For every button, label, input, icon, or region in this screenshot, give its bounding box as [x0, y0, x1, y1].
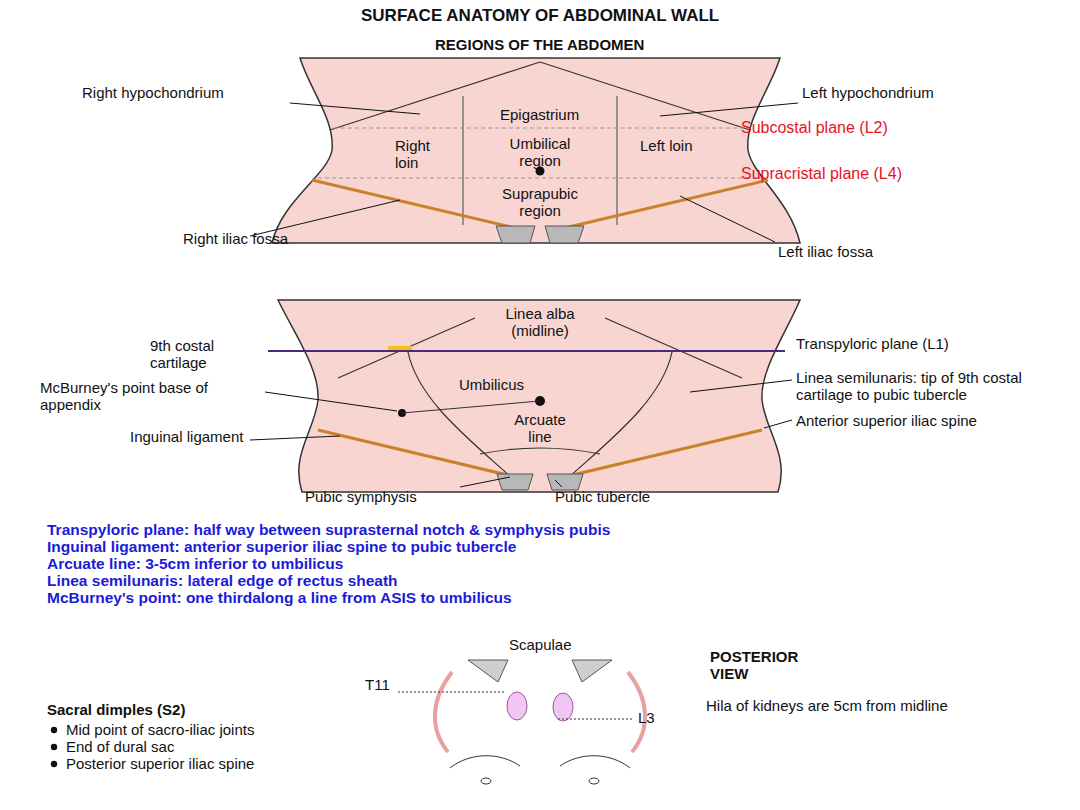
torso-outline: [278, 300, 800, 492]
bullet: [50, 726, 58, 734]
leader-line: [555, 480, 562, 487]
note: Hila of kidneys are 5cm from midline: [706, 697, 956, 714]
structure-label: Umbilicus: [459, 376, 524, 393]
line-label: Arcuate line: [505, 411, 575, 445]
buttock-line: [450, 756, 520, 768]
bullet-dot: [51, 761, 57, 767]
region-label: Left loin: [640, 137, 702, 154]
transpyloric-plane: [268, 350, 785, 352]
bullet-dot: [51, 744, 57, 750]
list-item: Mid point of sacro-iliac joints: [66, 721, 316, 738]
region-label: Left iliac fossa: [778, 243, 928, 260]
kidney: [553, 693, 573, 721]
rib-margin: [435, 672, 452, 752]
region-label: Right iliac fossa: [183, 230, 333, 247]
arcuate-line: [480, 448, 600, 454]
structure-label: McBurney's point base of appendix: [40, 379, 265, 413]
bullet-item: Mid point of sacro-iliac joints: [50, 721, 370, 738]
leader-line: [250, 436, 340, 440]
torso-outline: [272, 58, 800, 243]
linea-semilunaris: [408, 352, 512, 478]
leader-line: [460, 477, 510, 487]
bullet: [50, 760, 58, 768]
inguinal-ligament: [318, 430, 520, 478]
note: Inguinal ligament: anterior superior ili…: [47, 538, 1047, 555]
linea-semilunaris: [568, 352, 672, 478]
costal-margin: [605, 318, 742, 378]
level-label: L3: [638, 709, 655, 726]
inguinal-ligament: [312, 180, 524, 230]
structure-label: Pubic symphysis: [305, 488, 417, 505]
leader-line: [660, 103, 798, 116]
subtitle: REGIONS OF THE ABDOMEN: [435, 36, 644, 53]
level-line: [558, 719, 632, 720]
scapula: [468, 660, 508, 682]
level-line: [398, 692, 505, 693]
list-item: Posterior superior iliac spine: [66, 755, 316, 772]
inguinal-ligament: [556, 180, 768, 230]
leader-line: [764, 420, 792, 428]
supracristal-plane: [318, 178, 762, 179]
region-label: Right hypochondrium: [82, 84, 292, 101]
leader-line: [680, 196, 775, 242]
bullet-dot: [51, 727, 57, 733]
line-label: Linea semilunaris: tip of 9th costal car…: [796, 369, 1078, 403]
leader-line: [265, 392, 397, 411]
structure-label: Pubic tubercle: [555, 488, 650, 505]
bullet-item: End of dural sac: [50, 738, 370, 755]
bullet-list: Mid point of sacro-iliac jointsEnd of du…: [50, 721, 370, 772]
note: Arcuate line: 3-5cm inferior to umbilicu…: [47, 555, 1047, 572]
note: Linea semilunaris: lateral edge of rectu…: [47, 572, 1047, 589]
level-label: T11: [365, 676, 390, 693]
plane-label: Subcostal plane (L2): [741, 119, 888, 137]
region-label: Epigastrium: [500, 106, 579, 123]
bullet: [50, 743, 58, 751]
structure-label: Scapulae: [509, 636, 572, 653]
inguinal-ligament: [560, 430, 762, 478]
region-label: Umbilical region: [495, 135, 585, 169]
kidney: [507, 692, 527, 720]
structure-label: 9th costal cartilage: [150, 337, 265, 371]
buttock-line: [560, 756, 630, 768]
note: McBurney's point: one thirdalong a line …: [47, 589, 1047, 606]
list-item: End of dural sac: [66, 738, 316, 755]
note: Transpyloric plane: half way between sup…: [47, 521, 1047, 538]
costal-cartilage-mark: [388, 346, 412, 350]
region-label: Right loin: [395, 137, 457, 171]
plane-label: Transpyloric plane (L1): [796, 335, 949, 352]
leader-line: [290, 103, 420, 114]
structure-label: Anterior superior iliac spine: [796, 412, 1066, 429]
title: SURFACE ANATOMY OF ABDOMINAL WALL: [361, 6, 719, 26]
list-heading: Sacral dimples (S2): [47, 701, 185, 718]
scapula: [572, 660, 612, 682]
region-label: Suprapubic region: [490, 185, 590, 219]
pubic-bone: [497, 474, 583, 490]
pubic-bone: [496, 226, 584, 243]
costal-margin: [338, 318, 475, 378]
line-label: Linea alba (midline): [505, 305, 575, 339]
midclavicular-line: [616, 96, 618, 225]
bullet-item: Posterior superior iliac spine: [50, 755, 370, 772]
midclavicular-line: [462, 96, 464, 225]
region-label: Left hypochondrium: [802, 84, 1012, 101]
sacral-dimple: [589, 778, 599, 784]
notes-column: Transpyloric plane: half way between sup…: [47, 521, 1047, 606]
sacral-dimple: [481, 778, 491, 784]
view-label: POSTERIOR VIEW: [710, 648, 830, 682]
structure-label: Inguinal ligament: [130, 428, 248, 445]
subcostal-plane: [334, 128, 746, 129]
plane-label: Supracristal plane (L4): [741, 165, 902, 183]
leader-line: [690, 380, 792, 392]
